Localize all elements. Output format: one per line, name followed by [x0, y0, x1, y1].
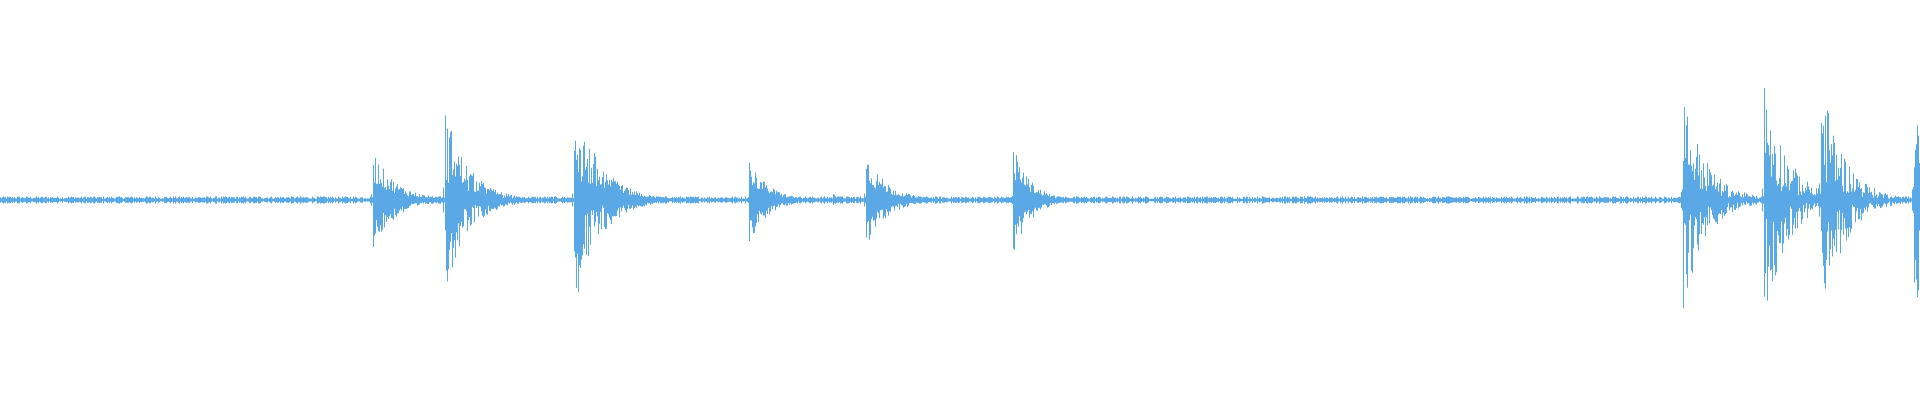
- waveform-peaks: [0, 88, 1920, 309]
- waveform-trace: [0, 88, 1920, 309]
